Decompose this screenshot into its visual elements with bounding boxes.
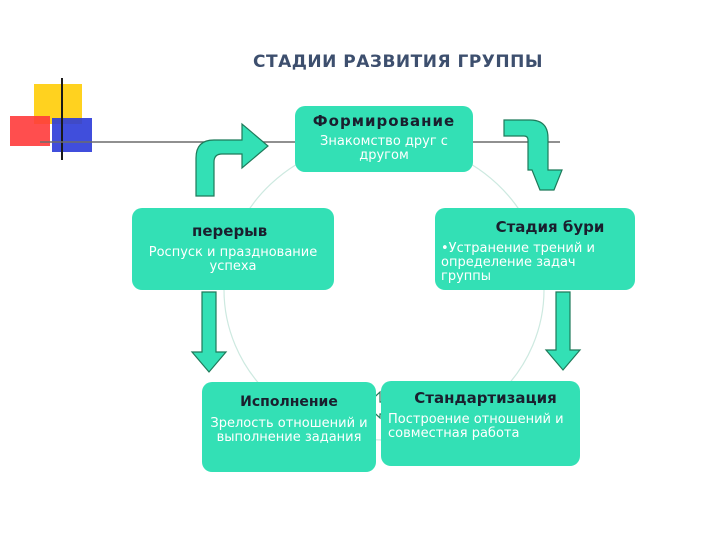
stage-norming-title: Стандартизация — [414, 389, 557, 407]
stage-storming-title: Стадия бури — [495, 218, 605, 236]
stage-adjourning-title: перерыв — [192, 222, 268, 240]
stage-performing-box: Исполнение Зрелость отношений и выполнен… — [202, 382, 376, 472]
arrow-break-to-exec — [190, 291, 228, 373]
diagram-title: СТАДИИ РАЗВИТИЯ ГРУППЫ — [253, 52, 543, 72]
stage-forming-box: Формирование Знакомство друг с другом — [295, 106, 473, 172]
stage-performing-desc: Зрелость отношений и выполнение задания — [210, 416, 368, 445]
corner-decoration — [10, 78, 560, 160]
deco-blue-square — [52, 118, 92, 152]
deco-red-square — [10, 116, 50, 146]
arrow-break-to-forming — [195, 122, 269, 197]
arrow-storm-to-norming — [544, 291, 582, 371]
stage-storming-desc: •Устранение трений и определение задач г… — [441, 241, 595, 284]
stage-performing-title: Исполнение — [240, 394, 338, 410]
stage-storming-box: Стадия бури •Устранение трений и определ… — [435, 208, 635, 290]
stage-norming-desc: Построение отношений и совместная работа — [388, 412, 564, 441]
stage-adjourning-box: перерыв Роспуск и празднование успеха — [132, 208, 334, 290]
stage-forming-title: Формирование — [312, 112, 456, 130]
stage-norming-box: Стандартизация Построение отношений и со… — [381, 381, 580, 466]
stage-adjourning-desc: Роспуск и празднование успеха — [148, 245, 318, 274]
stage-forming-desc: Знакомство друг с другом — [320, 134, 448, 163]
arrow-forming-to-storm — [503, 119, 563, 191]
